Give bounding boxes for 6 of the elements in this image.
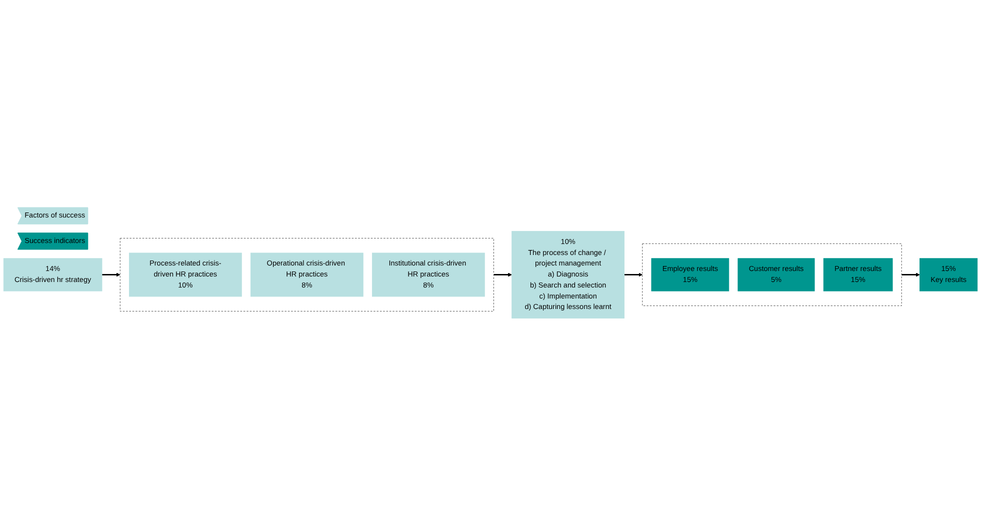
arrow bbox=[102, 272, 120, 277]
arrow bbox=[624, 272, 643, 277]
cluster bbox=[642, 244, 902, 306]
arrow bbox=[494, 272, 512, 277]
cluster bbox=[120, 238, 494, 312]
arrow bbox=[902, 272, 920, 277]
